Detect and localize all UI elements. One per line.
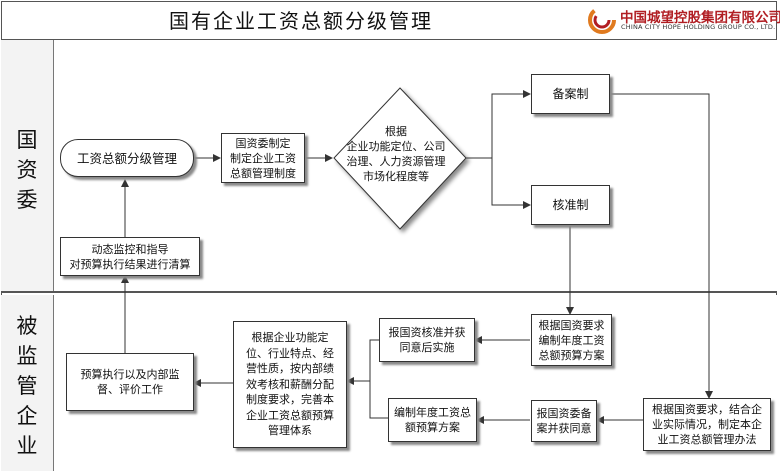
lane-label-sasac: 国 资 委 [16, 128, 38, 212]
logo-subtitle: CHINA CITY HOPE HOLDING GROUP CO., LTD. [621, 23, 776, 31]
node-execute-budget: 预算执行以及内部监 督、评价工作 [66, 353, 194, 411]
company-logo: 中国城望控股集团有限公司 CHINA CITY HOPE HOLDING GRO… [587, 4, 780, 36]
node-establish-system: 根据企业功能定 位、行业特点、经 营性质，按内部绩 效考核和薪酬分配 制度要求，… [233, 321, 347, 448]
page-title: 国有企业工资总额分级管理 [169, 9, 433, 33]
node-sasac-formulate: 国资委制定 制定企业工资 总额管理制度 [221, 133, 305, 183]
node-compile-budget-filing: 编制年度工资总 额预算方案 [388, 398, 477, 442]
node-compile-budget-approval: 根据国资要求 编制年度工资 总额预算方案 [531, 314, 612, 366]
node-report-approval: 报国资核准并获 同意后实施 [379, 318, 475, 362]
arrow-to-filing [466, 90, 531, 159]
logo-name: 中国城望控股集团有限公司 [620, 10, 780, 26]
node-filing: 备案制 [531, 74, 610, 114]
decision-text: 根据 企业功能定位、公司 治理、人力资源管理 市场化程度等 [346, 125, 446, 183]
logo-icon [588, 6, 616, 34]
node-monitor: 动态监控和指导 对预算执行结果进行清算 [60, 237, 200, 276]
node-salary-grading: 工资总额分级管理 [60, 139, 194, 177]
node-report-filing: 报国资委备 案并获同意 [531, 400, 597, 442]
header-bar: 国有企业工资总额分级管理 中国城望控股集团有限公司 CHINA CITY HOP… [1, 1, 780, 41]
lane-label-enterprise: 被 监 管 企 业 [16, 314, 38, 458]
node-enterprise-measures: 根据国资要求，结合企 业实际情况，制定本企 业工资总额管理办法 [643, 398, 771, 451]
arrow-to-approval [491, 158, 531, 209]
decision-diamond [333, 87, 467, 230]
arrow-filing-to-enterprise-measures [610, 93, 713, 399]
node-approval: 核准制 [531, 185, 610, 225]
